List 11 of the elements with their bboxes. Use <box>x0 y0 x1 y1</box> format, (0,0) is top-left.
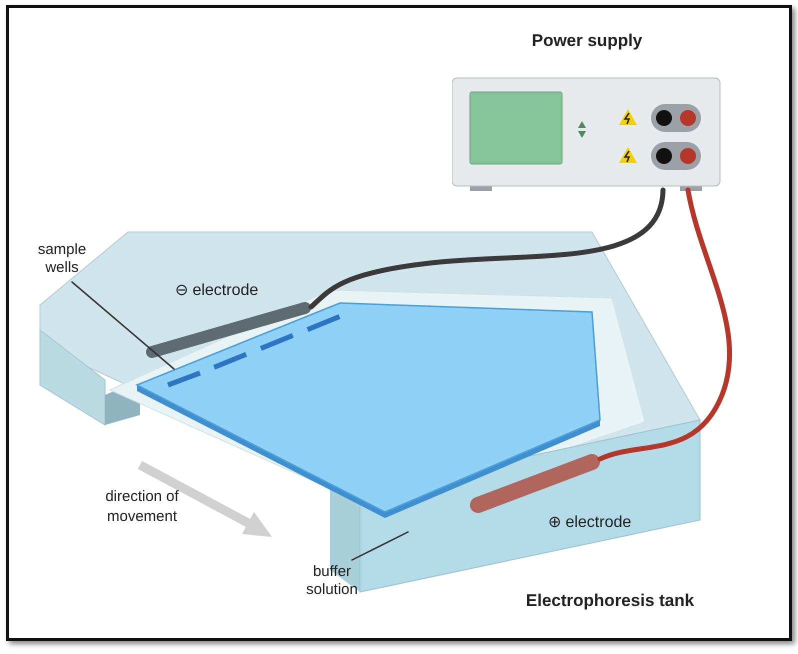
power-cable <box>308 188 666 310</box>
electrode-label: ⊖ electrode <box>175 282 258 300</box>
callout-label: buffer solution <box>305 563 359 599</box>
direction-label: direction of movement <box>104 487 180 527</box>
power-cable <box>598 188 732 462</box>
heading: Power supply <box>530 32 644 50</box>
heading: Electrophoresis tank <box>524 592 696 610</box>
callout-label: sample wells <box>36 241 88 277</box>
leader-line <box>71 281 175 370</box>
leader-line <box>351 531 409 561</box>
electrode-label: ⊕ electrode <box>548 514 632 532</box>
